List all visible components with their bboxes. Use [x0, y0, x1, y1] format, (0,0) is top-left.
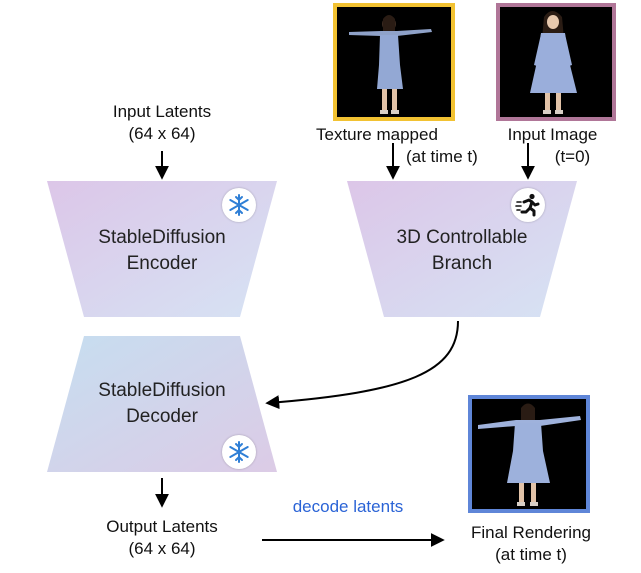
encoder-label: StableDiffusion Encoder — [98, 227, 226, 274]
figure-front-view — [530, 11, 577, 114]
input-image-label: Input Image (t=0) — [507, 125, 598, 166]
input-image — [496, 3, 616, 121]
snowflake-icon — [229, 441, 249, 463]
branch-label: 3D Controllable Branch — [396, 227, 528, 274]
running-person-icon — [515, 193, 540, 217]
arrow-branch-to-decoder — [265, 320, 459, 410]
figure-rendered-back-view — [478, 403, 581, 506]
branch-trainable-badge — [511, 188, 545, 222]
decoder-frozen-badge — [222, 435, 256, 469]
encoder-block — [47, 181, 277, 317]
decoder-label: StableDiffusion Decoder — [98, 380, 226, 427]
encoder-frozen-badge — [222, 188, 256, 222]
texture-mapped-label: Texture mapped (at time t) — [316, 125, 478, 166]
output-latents-label: Output Latents (64 x 64) — [106, 517, 218, 558]
texture-mapped-image — [333, 3, 455, 121]
final-rendering-label: Final Rendering (at time t) — [470, 523, 591, 564]
figure-back-view — [349, 15, 432, 114]
decoder-block — [47, 336, 277, 472]
final-rendering-image — [468, 395, 590, 513]
snowflake-icon — [229, 194, 249, 216]
decode-latents-label: decode latents — [292, 497, 404, 516]
input-latents-label: Input Latents (64 x 64) — [112, 102, 212, 143]
